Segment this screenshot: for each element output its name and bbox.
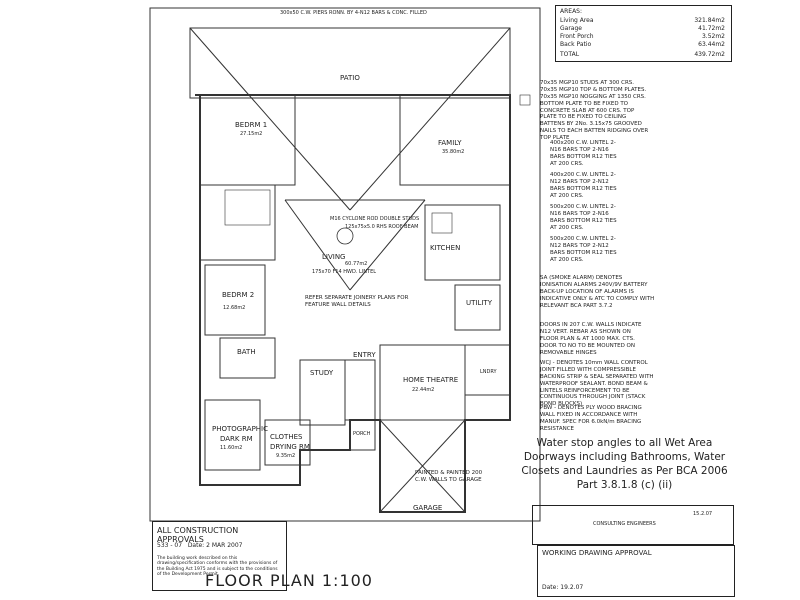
roof-hip-line xyxy=(349,27,511,211)
bedrm2-walls xyxy=(204,264,266,336)
room-area-clothes: 9.35m2 xyxy=(276,453,296,459)
ensuite-walls xyxy=(199,184,276,261)
ensuite-tiling xyxy=(224,189,271,226)
room-label-drying-rm: DRYING RM xyxy=(270,443,310,451)
working-drawing-header: WORKING DRAWING APPROVAL xyxy=(542,549,652,557)
drying-room-walls xyxy=(264,419,311,466)
working-drawing-date-label: Date: xyxy=(542,584,559,591)
note-water-stop: Water stop angles to all Wet Area Doorwa… xyxy=(521,437,728,491)
areas-row-label: Back Patio xyxy=(560,41,592,48)
engineer-date: 15.2.07 xyxy=(693,511,713,517)
patio-outline xyxy=(189,27,511,99)
drawing-frame xyxy=(149,7,541,522)
room-label-porch: PORCH xyxy=(353,431,371,437)
room-label-photographic: PHOTOGRAPHIC xyxy=(212,425,269,433)
room-label-home-theatre: HOME THEATRE xyxy=(403,376,459,384)
note-smoke-alarm: SA (SMOKE ALARM) DENOTES IONISATION ALAR… xyxy=(540,275,655,309)
room-area-family: 35.80m2 xyxy=(442,149,465,155)
approvals-header: ALL CONSTRUCTION APPROVALS xyxy=(157,526,239,544)
approvals-date: 2 MAR 2007 xyxy=(206,542,243,549)
areas-row-value: 3.52m2 xyxy=(701,33,725,40)
room-label-family: FAMILY xyxy=(438,139,462,147)
engineer-name: CONSULTING ENGINEERS xyxy=(593,521,656,527)
areas-row-label: Front Porch xyxy=(560,33,594,40)
utility-walls xyxy=(454,284,501,331)
construction-approvals-box: ALL CONSTRUCTION APPROVALS 533 - 07 Date… xyxy=(152,521,287,591)
note-lintel-l3: 500x200 C.W. LINTEL 2-N16 BARS TOP 2-N16… xyxy=(550,204,617,231)
room-label-bath: BATH xyxy=(237,348,256,356)
areas-total-label: TOTAL xyxy=(560,51,580,58)
note-lintel-l4: 500x200 C.W. LINTEL 2-N12 BARS TOP 2-N12… xyxy=(550,236,617,263)
note-framing: 70x35 MGP10 STUDS AT 300 CRS. 70x35 MGP1… xyxy=(540,80,649,141)
areas-row-label: Living Area xyxy=(560,17,594,24)
areas-row-value: 63.44m2 xyxy=(698,41,725,48)
room-area-living: 60.77m2 xyxy=(345,261,368,267)
note-pbw: PBW - DENOTES PLY WOOD BRACING WALL FIXE… xyxy=(540,405,642,432)
label-roof-beam: 125x75x5.0 RHS ROOF BEAM xyxy=(345,224,419,230)
kitchen-walls xyxy=(424,204,501,281)
room-area-photographic: 11.60m2 xyxy=(220,445,243,451)
room-label-living: LIVING xyxy=(322,253,346,261)
room-label-bedrm2: BEDRM 2 xyxy=(222,291,255,299)
areas-total-value: 439.72m2 xyxy=(694,51,725,58)
room-label-entry: ENTRY xyxy=(353,351,376,359)
label-lintel: 175x70 F14 HWD. LINTEL xyxy=(312,269,377,275)
approvals-permit: 533 - 07 xyxy=(157,542,183,549)
engineer-stamp: CONSULTING ENGINEERS 15.2.07 xyxy=(532,505,734,545)
room-label-bedrm1: BEDRM 1 xyxy=(235,121,268,129)
room-area-bedrm2: 12.68m2 xyxy=(223,305,246,311)
label-joinery: REFER SEPARATE JOINERY PLANS FOR FEATURE… xyxy=(305,295,409,308)
areas-table: AREAS: Living Area 321.84m2 Garage 41.72… xyxy=(555,5,732,62)
approvals-body: The building work described on this draw… xyxy=(157,556,278,578)
roof-hip-line xyxy=(189,27,351,211)
note-lintel-l1: 400x200 C.W. LINTEL 2-N16 BARS TOP 2-N16… xyxy=(550,140,617,167)
areas-title: AREAS: xyxy=(560,8,582,15)
working-drawing-approval-box: WORKING DRAWING APPROVAL Date: 19.2.07 xyxy=(537,545,735,597)
room-label-patio: PATIO xyxy=(340,74,360,82)
entry-walls xyxy=(344,359,376,421)
room-label-dark-rm: DARK RM xyxy=(220,435,253,443)
darkroom-walls xyxy=(204,399,261,471)
approvals-date-label: Date: xyxy=(187,542,205,549)
note-wcj: WCJ - DENOTES 10mm WALL CONTROL JOINT FI… xyxy=(540,360,654,408)
working-drawing-date: 19.2.07 xyxy=(560,584,584,591)
room-area-home-theatre: 22.44m2 xyxy=(412,387,435,393)
working-drawing-date-line: Date: 19.2.07 xyxy=(542,584,583,591)
room-label-study: STUDY xyxy=(310,369,334,377)
bedrm1-walls xyxy=(199,94,296,186)
areas-row-value: 41.72m2 xyxy=(698,25,725,32)
dining-table xyxy=(336,227,354,245)
label-patio-piers: 300x50 C.W. PIERS RONN. BY 4-N12 BARS & … xyxy=(280,10,427,16)
living-diagonal xyxy=(349,199,426,291)
plan-title: FLOOR PLAN 1:100 xyxy=(205,571,373,590)
living-diagonal xyxy=(284,199,351,291)
room-area-bedrm1: 27.15m2 xyxy=(240,131,263,137)
room-label-lndry: LNDRY xyxy=(480,369,497,375)
label-cyclone-rod: M16 CYCLONE ROD DOUBLE STUDS xyxy=(330,216,420,222)
note-doors: DOORS IN 207 C.W. WALLS INDICATE N12 VER… xyxy=(540,322,642,356)
room-label-clothes: CLOTHES xyxy=(270,433,303,441)
room-label-kitchen: KITCHEN xyxy=(430,244,461,252)
areas-row-value: 321.84m2 xyxy=(694,17,725,24)
room-label-utility: UTILITY xyxy=(466,299,492,307)
bath-walls xyxy=(219,337,276,379)
porch-walls xyxy=(349,419,376,451)
label-garage-walls: PAINTED & PAINTED 200 C.W. WALLS TO GARA… xyxy=(415,470,483,483)
kitchen-sink xyxy=(431,212,453,234)
family-walls xyxy=(399,94,511,186)
note-lintel-l2: 400x200 C.W. LINTEL 2-N12 BARS TOP 2-N12… xyxy=(550,172,617,199)
areas-row-label: Garage xyxy=(560,25,582,32)
room-label-garage: GARAGE xyxy=(413,504,443,512)
laundry-walls xyxy=(464,344,511,396)
garage-walls xyxy=(379,419,466,513)
approvals-permit-line: 533 - 07 Date: 2 MAR 2007 xyxy=(157,542,242,549)
